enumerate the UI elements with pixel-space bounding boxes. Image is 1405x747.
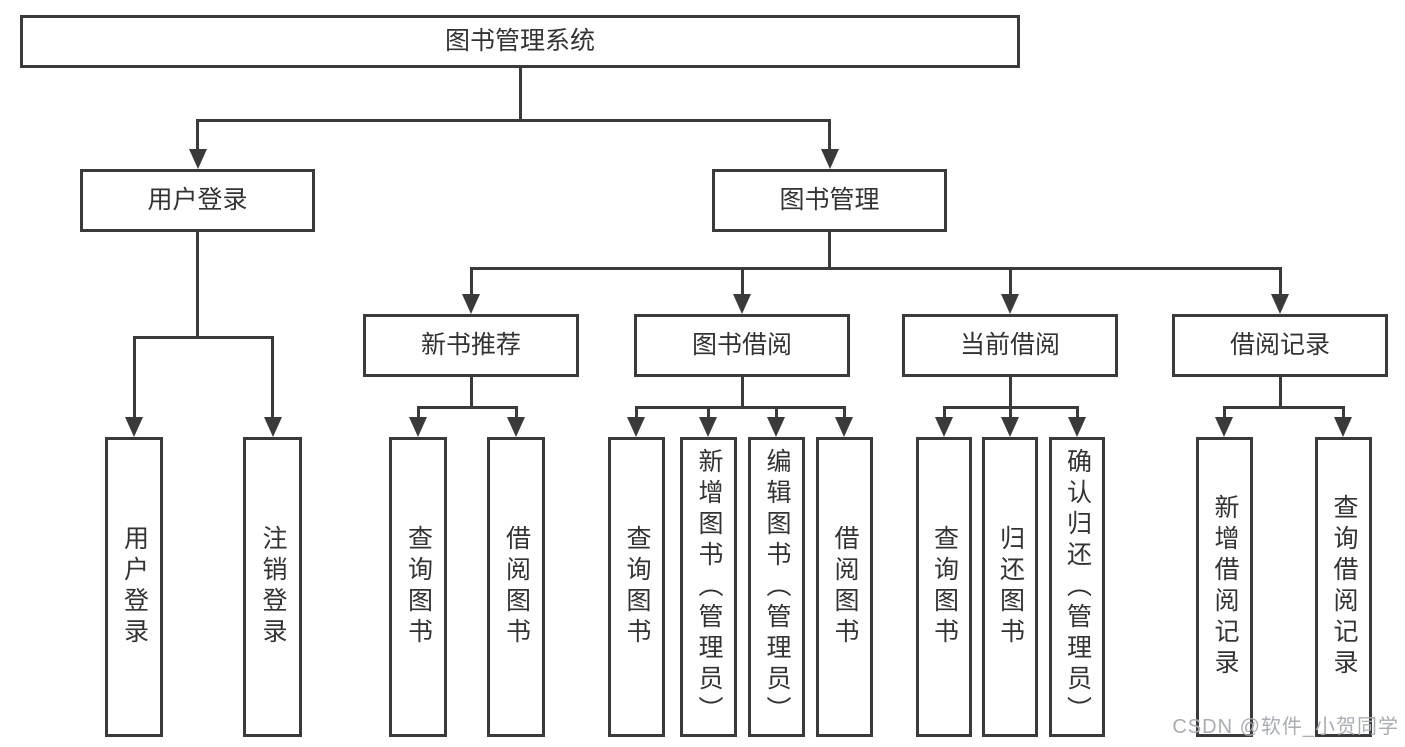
leaf-add-borrow-record: 新增借阅记录 xyxy=(1196,437,1253,737)
arrow-down-icon xyxy=(507,417,525,437)
node-label: 确认归还（管理员） xyxy=(1063,447,1092,727)
node-label: 编辑图书（管理员） xyxy=(763,447,791,727)
connector-book-trunk xyxy=(828,232,831,269)
node-borrow-records: 借阅记录 xyxy=(1172,314,1388,377)
connector-newbooks-trunk xyxy=(469,377,473,408)
connector-drop-leaf-logout xyxy=(271,335,274,419)
node-book-management-branch: 图书管理 xyxy=(712,169,947,232)
watermark: CSDN @软件_小贺同学 xyxy=(1172,716,1399,738)
arrow-down-icon xyxy=(409,417,427,437)
node-label: 查询图书 xyxy=(930,525,959,649)
connector-bookborrow-trunk xyxy=(740,377,744,408)
node-user-login-branch: 用户登录 xyxy=(80,169,315,232)
arrow-down-icon xyxy=(699,417,717,437)
connector-bookborrow-span xyxy=(634,405,846,409)
node-label: 归还图书 xyxy=(996,525,1025,649)
arrow-down-icon xyxy=(935,417,953,437)
connector-drop xyxy=(1008,405,1012,419)
node-label: 借阅图书 xyxy=(831,525,859,649)
node-book-borrow: 图书借阅 xyxy=(634,314,850,377)
node-label: 新增借阅记录 xyxy=(1211,494,1239,680)
connector-records-trunk xyxy=(1278,377,1282,408)
arrow-down-icon xyxy=(820,149,839,169)
connector-records-span xyxy=(1222,405,1345,409)
arrow-down-icon xyxy=(1001,294,1019,314)
arrow-down-icon xyxy=(1334,417,1352,437)
node-label: 用户登录 xyxy=(147,186,248,214)
connector-drop-book-management xyxy=(828,118,831,152)
arrow-down-icon xyxy=(733,294,751,314)
node-label: 图书管理 xyxy=(779,186,880,214)
leaf-confirm-return-admin: 确认归还（管理员） xyxy=(1049,437,1105,737)
connector-drop-current-borrow xyxy=(1008,266,1012,296)
connector-drop xyxy=(1341,405,1345,419)
arrow-down-icon xyxy=(835,417,853,437)
arrow-down-icon xyxy=(188,149,207,169)
leaf-edit-book-admin: 编辑图书（管理员） xyxy=(748,437,805,737)
leaf-user-login: 用户登录 xyxy=(105,437,163,737)
connector-drop-user-login xyxy=(196,118,199,152)
connector-root-span xyxy=(196,118,831,122)
connector-drop-new-books xyxy=(469,266,473,296)
connector-drop xyxy=(634,405,638,419)
node-label: 图书借阅 xyxy=(691,331,792,359)
node-current-borrow: 当前借阅 xyxy=(902,314,1118,377)
node-root-system: 图书管理系统 xyxy=(20,15,1020,68)
leaf-logout: 注销登录 xyxy=(243,437,302,737)
node-label: 借阅记录 xyxy=(1229,331,1330,359)
arrow-down-icon xyxy=(462,294,480,314)
connector-root-trunk xyxy=(518,68,522,121)
connector-drop xyxy=(942,405,946,419)
leaf-borrow-books-recommend: 借阅图书 xyxy=(487,437,545,737)
arrow-down-icon xyxy=(627,417,645,437)
connector-user-trunk xyxy=(196,232,199,338)
arrow-down-icon xyxy=(125,417,143,437)
node-label: 查询图书 xyxy=(404,525,433,649)
arrow-down-icon xyxy=(1068,417,1086,437)
node-label: 注销登录 xyxy=(259,525,287,649)
connector-drop xyxy=(706,405,710,419)
arrow-down-icon xyxy=(263,417,282,437)
node-label: 新增图书（管理员） xyxy=(695,447,723,727)
connector-drop xyxy=(842,405,846,419)
leaf-borrow-books: 借阅图书 xyxy=(816,437,873,737)
leaf-query-books-recommend: 查询图书 xyxy=(389,437,447,737)
leaf-return-book: 归还图书 xyxy=(982,437,1038,737)
arrow-down-icon xyxy=(1271,294,1289,314)
connector-user-span xyxy=(132,335,274,339)
arrow-down-icon xyxy=(767,417,785,437)
connector-book-span xyxy=(469,266,1282,270)
connector-drop xyxy=(1075,405,1079,419)
node-label: 当前借阅 xyxy=(959,331,1060,359)
node-label: 查询图书 xyxy=(623,525,651,649)
node-label: 用户登录 xyxy=(120,525,149,649)
connector-drop xyxy=(1222,405,1226,419)
connector-drop xyxy=(774,405,778,419)
connector-drop xyxy=(416,405,420,419)
arrow-down-icon xyxy=(1001,417,1019,437)
node-label: 图书管理系统 xyxy=(444,27,595,55)
leaf-add-book-admin: 新增图书（管理员） xyxy=(680,437,737,737)
connector-drop-leaf-user-login xyxy=(132,335,136,419)
arrow-down-icon xyxy=(1215,417,1233,437)
leaf-query-books-borrow: 查询图书 xyxy=(608,437,665,737)
node-new-book-recommend: 新书推荐 xyxy=(363,314,579,377)
connector-drop xyxy=(514,405,518,419)
node-label: 查询借阅记录 xyxy=(1330,494,1358,680)
connector-newbooks-span xyxy=(416,405,518,409)
connector-drop-borrow-records xyxy=(1278,266,1282,296)
leaf-query-books-current: 查询图书 xyxy=(916,437,972,737)
node-label: 借阅图书 xyxy=(502,525,531,649)
leaf-query-borrow-record: 查询借阅记录 xyxy=(1315,437,1372,737)
connector-currentborrow-trunk xyxy=(1008,377,1012,408)
connector-drop-book-borrow xyxy=(740,266,744,296)
node-label: 新书推荐 xyxy=(420,331,521,359)
